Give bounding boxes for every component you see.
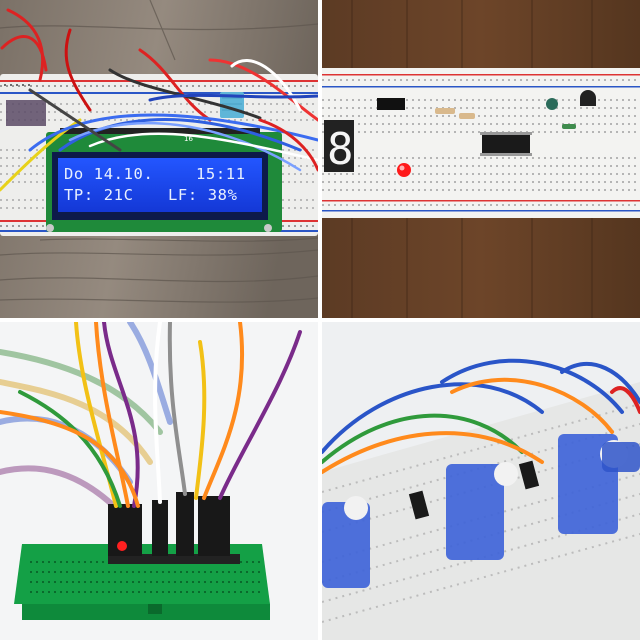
lcd-line1-right: 15:11 (196, 165, 246, 183)
servo-scene (322, 322, 640, 640)
photo-seven-segment-breadboard: 8 (322, 0, 640, 318)
seven-segment-digit: 8 (327, 124, 354, 175)
red-led (117, 541, 127, 551)
servo-motor (322, 502, 370, 588)
servo-motor (446, 464, 504, 560)
breadboard-holes (4, 84, 30, 86)
lcd-line2-right: LF: 38% (168, 186, 238, 204)
lcd-line2-left: TP: 21C (64, 186, 134, 204)
capacitor (546, 98, 558, 110)
pin-number-label: 16 (184, 135, 193, 143)
jumper-wires (0, 8, 318, 192)
photo-lcd-breadboard: 16 Do 14.10. 15:11 TP: 21C LF: 38% (0, 0, 318, 318)
ic-chip (482, 134, 530, 154)
lcd-scene: 16 Do 14.10. 15:11 TP: 21C LF: 38% (0, 0, 318, 318)
photo-mini-breadboard-jumpers (0, 322, 318, 640)
resistor (435, 108, 455, 114)
seven-segment-display (324, 120, 354, 172)
jumper-wires (0, 322, 302, 508)
photo-servo-breadboard (322, 322, 640, 640)
servo-motors (322, 434, 640, 588)
regulator (377, 98, 405, 110)
lcd-line1-left: Do 14.10. (64, 165, 153, 183)
jumper-wires (322, 358, 640, 474)
lcd-screen (58, 158, 262, 212)
seven-segment-scene: 8 (322, 0, 640, 318)
transistor (580, 90, 596, 106)
mini-breadboard-scene (0, 322, 318, 640)
red-led (397, 163, 411, 177)
breadboard (322, 68, 640, 218)
resistor (459, 113, 475, 119)
